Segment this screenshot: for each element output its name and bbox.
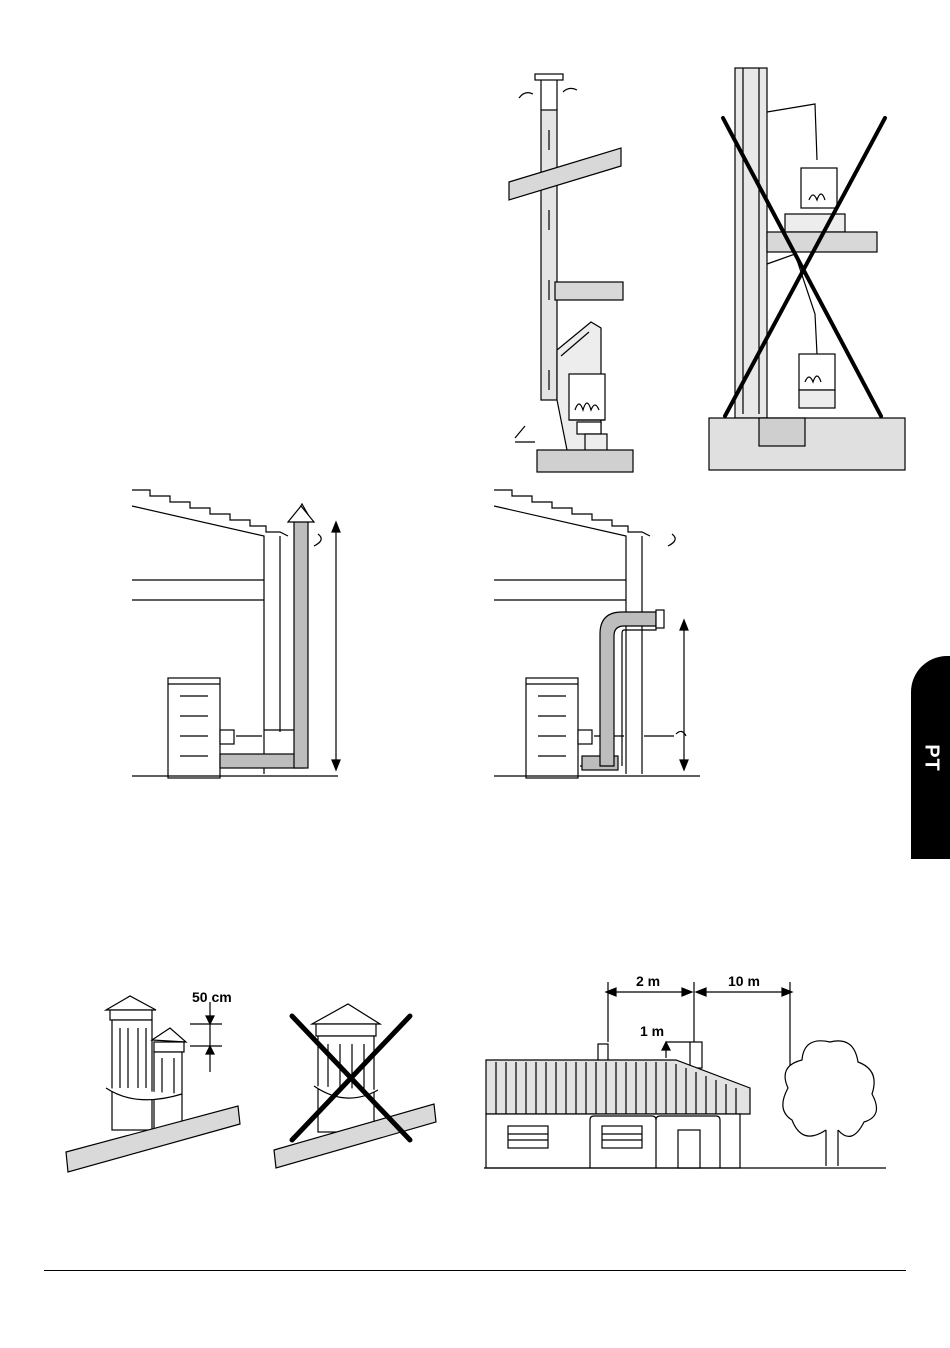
fig-chimney-height-correct: 50 cm	[62, 988, 252, 1178]
footer-rule	[44, 1270, 906, 1271]
language-tab: PT	[911, 656, 950, 859]
width-label: 2 m	[636, 973, 660, 989]
distance-label: 10 m	[728, 973, 760, 989]
fig-flue-through-roof	[128, 484, 358, 784]
fig-flue-installation-correct	[505, 70, 645, 480]
chimney-offset-label: 50 cm	[192, 989, 232, 1005]
fig-flue-through-wall	[490, 484, 720, 784]
language-tab-label: PT	[919, 744, 942, 772]
height-label: 1 m	[640, 1023, 664, 1039]
fig-house-chimney-clearance: 2 m 10 m 1 m	[480, 970, 890, 1175]
fig-shared-flue-incorrect	[705, 64, 910, 474]
fig-chimney-height-incorrect	[270, 1000, 440, 1170]
